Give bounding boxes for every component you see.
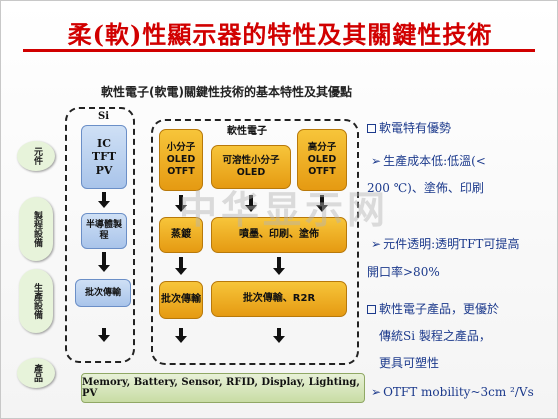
organic-column-frame xyxy=(151,119,359,365)
mobility-item-text: OTFT mobility~3cm ²/Vs xyxy=(383,385,534,399)
transparency-item-text1: 元件透明:透明TFT可提高 xyxy=(383,237,520,251)
si-process-box: 半導體製程 xyxy=(81,213,127,249)
si-component-box: IC TFT PV xyxy=(81,125,127,189)
small-molecule-box: 小分子 OLED OTFT xyxy=(159,129,203,191)
transparency-item-line2: 開口率>80% xyxy=(367,265,440,279)
row-label-production-equipment: 生產設備 xyxy=(19,269,53,333)
cost-item-line1: ➢生產成本低:低溫(< xyxy=(371,152,486,169)
arrow-bullet-icon: ➢ xyxy=(371,237,382,251)
row-label-process-equipment: 製程設備 xyxy=(19,197,53,261)
slide-title: 柔(軟)性顯示器的特性及其關鍵性技術 xyxy=(67,20,493,49)
product-heading-text1: 軟性電子產品，更優於 xyxy=(379,302,500,316)
polymer-box: 高分子 OLED OTFT xyxy=(297,129,347,191)
product-heading-line1: 軟性電子產品，更優於 xyxy=(367,300,499,317)
cost-item-line2: 200 ℃)、塗佈、印刷 xyxy=(367,181,484,195)
checkbox-bullet-icon xyxy=(367,305,376,314)
arrow-bullet-icon: ➢ xyxy=(371,385,382,399)
printing-box: 噴墨、印刷、塗佈 xyxy=(211,217,347,253)
cost-item-text1: 生產成本低:低溫(< xyxy=(383,154,486,168)
r2r-box: 批次傳輸、R2R xyxy=(211,281,347,317)
advantages-heading: 軟電特有優勢 xyxy=(367,119,451,136)
evaporation-box: 蒸鍍 xyxy=(159,217,203,253)
watermark: 中华显示网 xyxy=(179,188,390,232)
transparency-item-line1: ➢元件透明:透明TFT可提高 xyxy=(371,235,519,252)
product-heading-line2: 傳統Si 製程之產品， xyxy=(379,329,491,343)
si-column-header: Si xyxy=(98,111,110,122)
organic-batch-box: 批次傳輸 xyxy=(159,281,203,319)
slide-subtitle: 軟性電子(軟電)關鍵性技術的基本特性及其優點 xyxy=(101,85,352,99)
row-label-component: 元件 xyxy=(17,141,55,171)
organic-column-header: 軟性電子 xyxy=(227,126,267,137)
row-label-product: 產品 xyxy=(17,358,55,388)
soluble-small-molecule-box: 可溶性小分子 OLED xyxy=(211,145,291,189)
products-bar: Memory, Battery, Sensor, RFID, Display, … xyxy=(81,373,365,403)
checkbox-bullet-icon xyxy=(367,124,376,133)
advantages-heading-text: 軟電特有優勢 xyxy=(379,121,452,135)
mobility-item: ➢OTFT mobility~3cm ²/Vs xyxy=(371,385,534,399)
product-heading-line3: 更具可塑性 xyxy=(379,356,440,370)
arrow-bullet-icon: ➢ xyxy=(371,154,382,168)
si-batch-box: 批次傳輸 xyxy=(75,279,131,307)
title-underline xyxy=(23,49,535,52)
si-column-frame xyxy=(65,107,135,363)
